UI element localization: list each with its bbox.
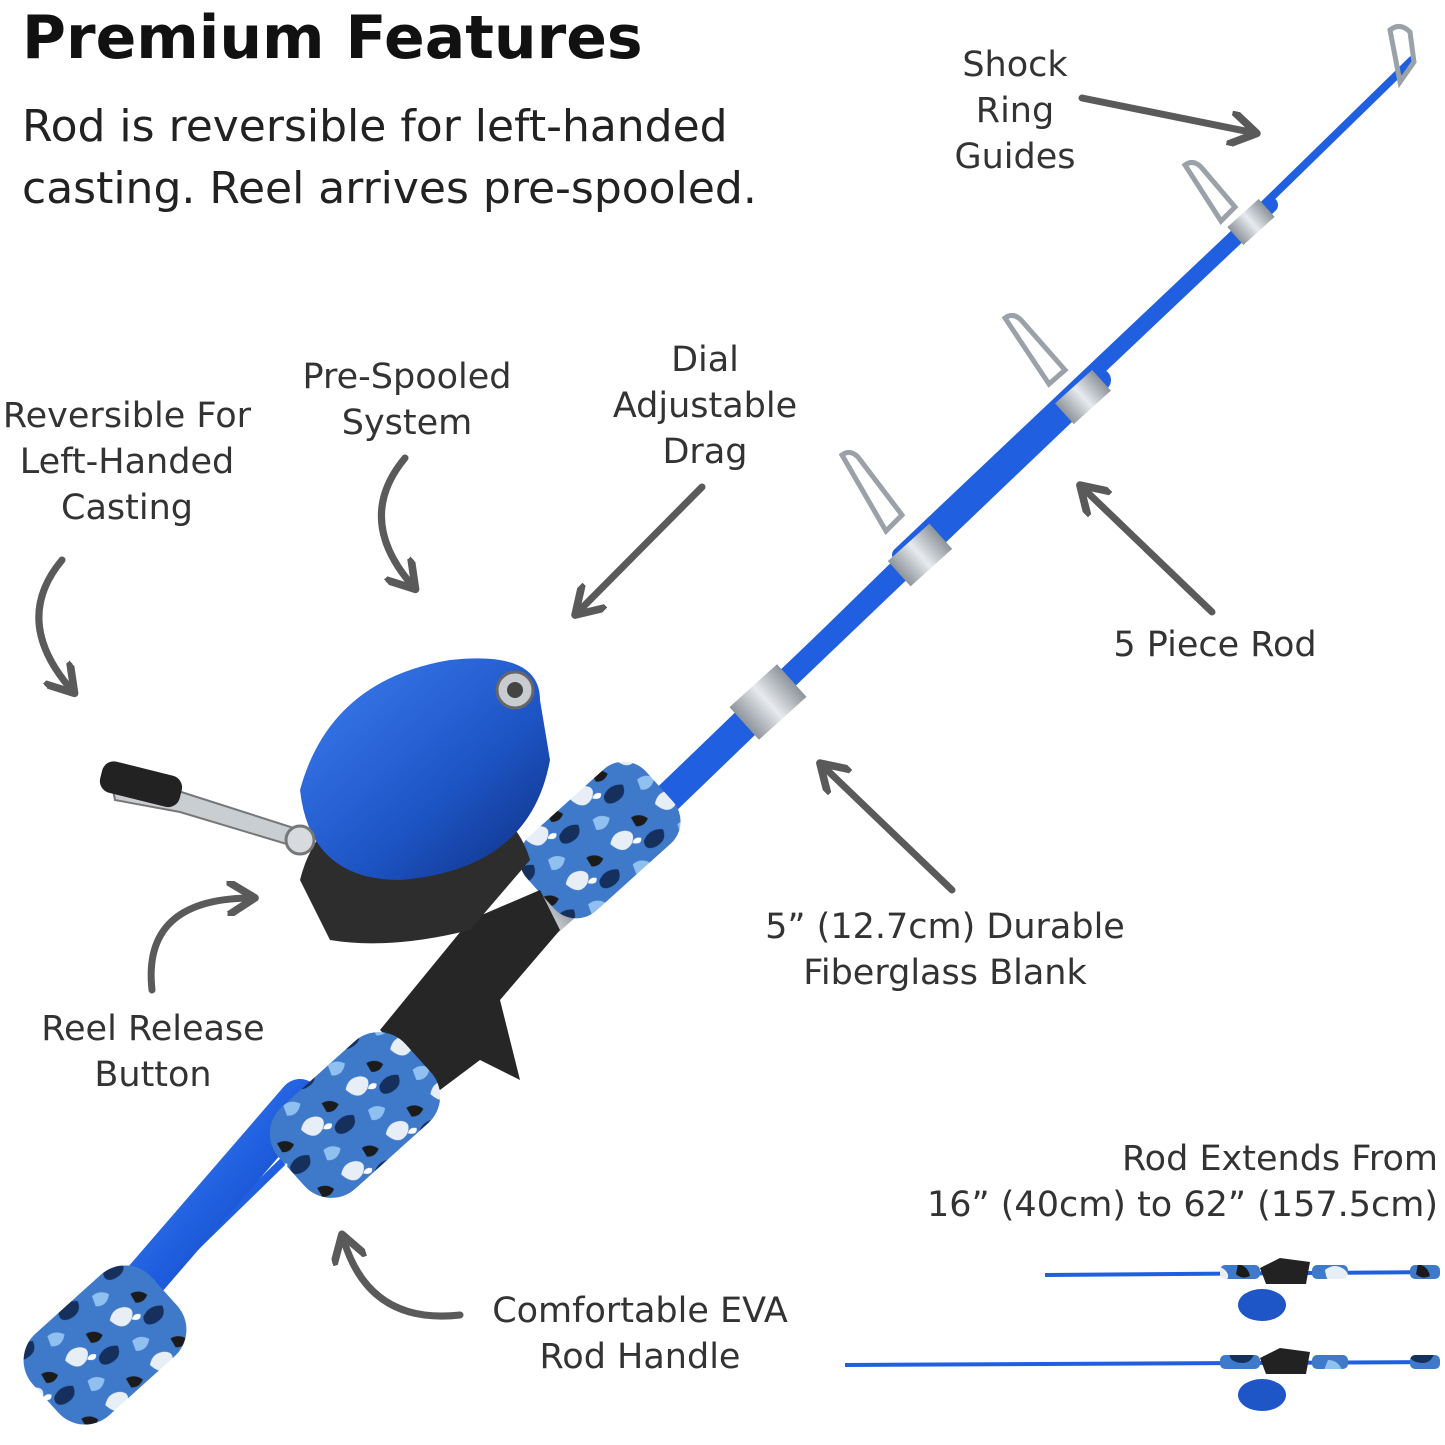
arrow-eva-handle [344, 1241, 464, 1320]
callout-line: Dial [671, 340, 739, 380]
page-subtitle: Rod is reversible for left-handed castin… [22, 96, 757, 220]
callout-line: Comfortable EVA [492, 1291, 788, 1331]
callout-line: Rod Extends From [1121, 1139, 1438, 1179]
callout-pre-spooled-system: Pre-Spooled System [292, 354, 522, 446]
extended-rod-thumbnail-short [1044, 1258, 1441, 1321]
callout-line: Ring [975, 91, 1055, 131]
callout-line: 5 Piece Rod [1113, 625, 1317, 665]
callout-line: 5” (12.7cm) Durable [765, 907, 1125, 947]
callout-line: Pre-Spooled [302, 357, 512, 397]
callout-fiberglass-blank: 5” (12.7cm) Durable Fiberglass Blank [755, 904, 1135, 996]
arrow-reel-release [147, 898, 248, 994]
callout-line: Casting [61, 488, 193, 528]
callout-line: Guides [954, 137, 1076, 177]
spincast-reel [300, 658, 550, 880]
callout-line: Shock [962, 45, 1068, 85]
arrow-reversible [35, 556, 70, 688]
arrow-dial-drag [580, 483, 706, 610]
extended-rod-thumbnail-long [844, 1348, 1441, 1411]
callout-reversible-left-handed: Reversible For Left-Handed Casting [0, 393, 254, 531]
subtitle-line: casting. Reel arrives pre-spooled. [22, 163, 757, 214]
callout-line: System [341, 403, 473, 443]
butt-grip [23, 1265, 187, 1425]
callout-shock-ring-guides: Shock Ring Guides [945, 42, 1085, 180]
callout-line: 16” (40cm) to 62” (157.5cm) [926, 1185, 1438, 1225]
callout-line: Fiberglass Blank [803, 953, 1087, 993]
callout-reel-release-button: Reel Release Button [30, 1006, 276, 1098]
callout-five-piece-rod: 5 Piece Rod [1100, 622, 1330, 668]
arrow-pre-spooled [377, 454, 411, 584]
callout-line: Drag [662, 432, 748, 472]
callout-dial-adjustable-drag: Dial Adjustable Drag [600, 337, 810, 475]
rod-guides [838, 24, 1417, 536]
callout-line: Rod Handle [539, 1337, 741, 1377]
callout-line: Reel Release [41, 1009, 265, 1049]
arrow-fiberglass [825, 768, 956, 894]
fore-grip [519, 761, 681, 919]
page-title: Premium Features [22, 3, 643, 73]
callout-line: Adjustable [612, 386, 798, 426]
callout-line: Left-Handed [19, 442, 235, 482]
rear-grip [269, 1032, 441, 1198]
arrow-five-piece [1085, 490, 1216, 616]
callout-eva-rod-handle: Comfortable EVA Rod Handle [478, 1288, 802, 1380]
callout-line: Button [94, 1055, 212, 1095]
callout-arrows [35, 94, 1250, 1320]
callout-line: Reversible For [2, 396, 252, 436]
subtitle-line: Rod is reversible for left-handed [22, 101, 728, 152]
reel-crank-handle [99, 761, 316, 856]
arrow-shock-ring [1078, 94, 1250, 132]
callout-rod-extends: Rod Extends From 16” (40cm) to 62” (157.… [900, 1136, 1438, 1228]
